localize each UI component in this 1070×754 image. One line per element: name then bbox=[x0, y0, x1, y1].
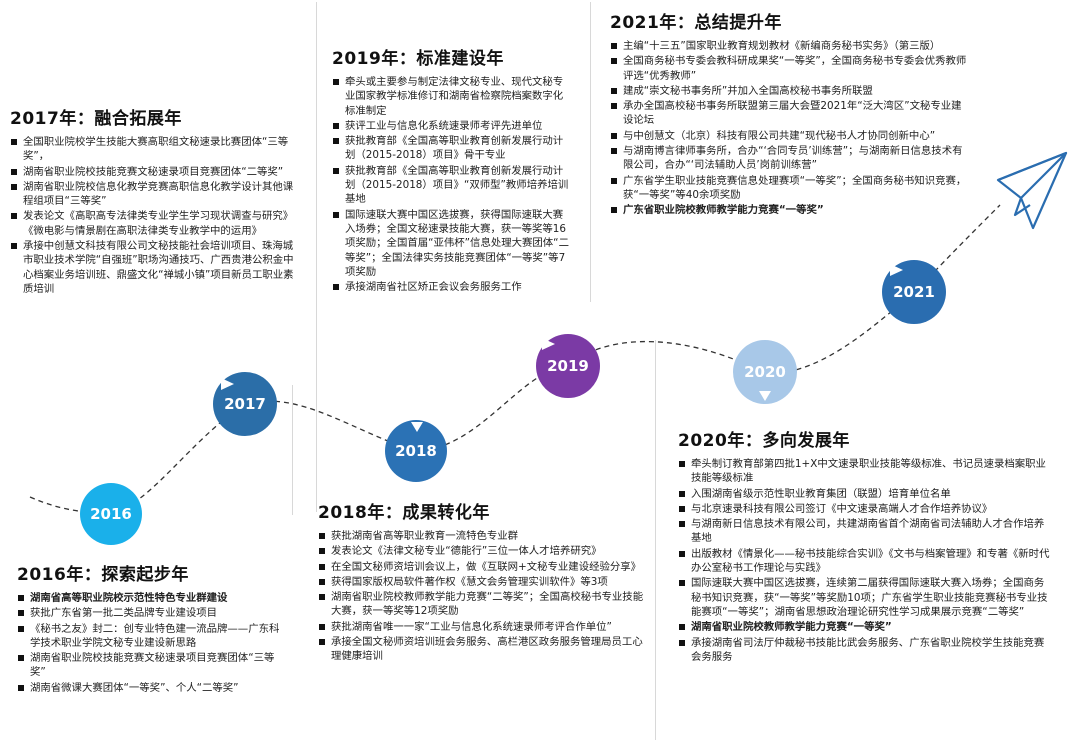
list-item: 承接中创慧文科技有限公司文秘技能社会培训项目、珠海城市职业技术学院“自强班”职场… bbox=[10, 239, 302, 296]
list-item: 《秘书之友》封二：创专业特色建一流品牌——广东科学技术职业学院文秘专业建设新思路 bbox=[17, 622, 287, 651]
section-2021: 2021年：总结提升年 主编“十三五”国家职业教育规划教材《新编商务秘书实务》（… bbox=[610, 8, 970, 219]
list-item: 广东省学生职业技能竞赛信息处理赛项“一等奖”；全国商务秘书知识竞赛，获“一等奖”… bbox=[610, 174, 970, 203]
list-item: 湖南省职业院校教师教学能力竞赛“二等奖”；全国高校秘书专业技能大赛，获一等奖等1… bbox=[318, 590, 648, 619]
year-circle-2020: 2020 bbox=[733, 340, 797, 404]
list-item: 广东省职业院校教师教学能力竞赛“一等奖” bbox=[610, 203, 970, 217]
section-2019: 2019年：标准建设年 牵头或主要参与制定法律文秘专业、现代文秘专业国家教学标准… bbox=[332, 44, 572, 295]
year-label-2021: 2021 bbox=[893, 283, 935, 301]
list-item: 在全国文秘师资培训会议上，做《互联网+文秘专业建设经验分享》 bbox=[318, 560, 648, 574]
section-2017: 2017年：融合拓展年 全国职业院校学生技能大赛高职组文秘速录比赛团体“三等奖”… bbox=[10, 104, 302, 297]
list-item: 与中创慧文（北京）科技有限公司共建“现代秘书人才协同创新中心” bbox=[610, 129, 970, 143]
list-item: 与湖南博言律师事务所，合办“‘合同专员’训练营”；与湖南新日信息技术有限公司，合… bbox=[610, 144, 970, 173]
year-label-2020: 2020 bbox=[744, 363, 786, 381]
section-2016: 2016年：探索起步年 湖南省高等职业院校示范性特色专业群建设 获批广东省第一批… bbox=[17, 560, 287, 696]
list-item: 承接湖南省社区矫正会议会务服务工作 bbox=[332, 280, 572, 294]
year-label-2016: 2016 bbox=[90, 505, 132, 523]
section-list-2019: 牵头或主要参与制定法律文秘专业、现代文秘专业国家教学标准修订和湖南省检察院档案数… bbox=[332, 75, 572, 294]
year-label-2017: 2017 bbox=[224, 395, 266, 413]
list-item: 与北京速录科技有限公司签订《中文速录高端人才合作培养协议》 bbox=[678, 502, 1050, 516]
list-item: 湖南省职业院校教师教学能力竞赛“一等奖” bbox=[678, 620, 1050, 634]
list-item: 获得国家版权局软件著作权《慧文会务管理实训软件》等3项 bbox=[318, 575, 648, 589]
divider-line-2017 bbox=[292, 385, 293, 515]
list-item: 牵头或主要参与制定法律文秘专业、现代文秘专业国家教学标准修订和湖南省检察院档案数… bbox=[332, 75, 572, 118]
list-item: 获批教育部《全国高等职业教育创新发展行动计划（2015-2018）项目》骨干专业 bbox=[332, 134, 572, 163]
list-item: 全国商务秘书专委会教科研成果奖“一等奖”，全国商务秘书专委会优秀教师评选“优秀教… bbox=[610, 54, 970, 83]
list-item: 获评工业与信息化系统速录师考评先进单位 bbox=[332, 119, 572, 133]
list-item: 获批湖南省高等职业教育一流特色专业群 bbox=[318, 529, 648, 543]
list-item: 湖南省职业院校技能竞赛文秘速录项目竞赛团体“三等奖” bbox=[17, 651, 287, 680]
list-item: 湖南省微课大赛团体“一等奖”、个人“二等奖” bbox=[17, 681, 287, 695]
list-item: 获批湖南省唯一一家“工业与信息化系统速录师考评合作单位” bbox=[318, 620, 648, 634]
list-item: 出版教材《情景化——秘书技能综合实训》《文书与档案管理》和专著《新时代办公室秘书… bbox=[678, 547, 1050, 576]
year-circle-2018: 2018 bbox=[385, 420, 447, 482]
list-item: 承接湖南省司法厅仲裁秘书技能比武会务服务、广东省职业院校学生技能竞赛会务服务 bbox=[678, 636, 1050, 665]
section-title-2016: 2016年：探索起步年 bbox=[17, 565, 189, 585]
triangle-pointer-icon bbox=[890, 264, 903, 276]
year-label-2019: 2019 bbox=[547, 357, 589, 375]
list-item: 承办全国高校秘书事务所联盟第三届大会暨2021年“泛大湾区”文秘专业建设论坛 bbox=[610, 99, 970, 128]
list-item: 湖南省职业院校信息化教学竞赛高职信息化教学设计其他课程组项目“三等奖” bbox=[10, 180, 302, 209]
section-2020: 2020年：多向发展年 牵头制订教育部第四批1+X中文速录职业技能等级标准、书记… bbox=[678, 426, 1050, 665]
list-item: 承接全国文秘师资培训班会务服务、高栏港区政务服务管理局员工心理健康培训 bbox=[318, 635, 648, 664]
section-title-2018: 2018年：成果转化年 bbox=[318, 503, 490, 523]
list-item: 入围湖南省级示范性职业教育集团（联盟）培育单位名单 bbox=[678, 487, 1050, 501]
triangle-pointer-icon bbox=[759, 391, 771, 401]
list-item: 获批广东省第一批二类品牌专业建设项目 bbox=[17, 606, 287, 620]
section-list-2021: 主编“十三五”国家职业教育规划教材《新编商务秘书实务》（第三版） 全国商务秘书专… bbox=[610, 39, 970, 218]
section-title-2017: 2017年：融合拓展年 bbox=[10, 109, 182, 129]
year-circle-2019: 2019 bbox=[536, 334, 600, 398]
divider-line-2019 bbox=[316, 2, 317, 512]
list-item: 国际速联大赛中国区选拔赛，获得国际速联大赛入场券；全国文秘速录技能大赛，获一等奖… bbox=[332, 208, 572, 279]
list-item: 主编“十三五”国家职业教育规划教材《新编商务秘书实务》（第三版） bbox=[610, 39, 970, 53]
section-list-2016: 湖南省高等职业院校示范性特色专业群建设 获批广东省第一批二类品牌专业建设项目 《… bbox=[17, 591, 287, 695]
list-item: 国际速联大赛中国区选拔赛，连续第二届获得国际速联大赛入场券；全国商务秘书知识竞赛… bbox=[678, 576, 1050, 619]
section-2018: 2018年：成果转化年 获批湖南省高等职业教育一流特色专业群 发表论文《法律文秘… bbox=[318, 498, 648, 665]
list-item: 全国职业院校学生技能大赛高职组文秘速录比赛团体“三等奖”， bbox=[10, 135, 302, 164]
list-item: 发表论文《法律文秘专业“德能行”三位一体人才培养研究》 bbox=[318, 544, 648, 558]
section-title-2020: 2020年：多向发展年 bbox=[678, 431, 850, 451]
list-item: 获批教育部《全国高等职业教育创新发展行动计划（2015-2018）项目》“双师型… bbox=[332, 164, 572, 207]
list-item: 发表论文《高职高专法律类专业学生学习现状调查与研究》《微电影与情景剧在高职法律类… bbox=[10, 209, 302, 238]
year-circle-2021: 2021 bbox=[882, 260, 946, 324]
section-list-2020: 牵头制订教育部第四批1+X中文速录职业技能等级标准、书记员速录档案职业技能等级标… bbox=[678, 457, 1050, 664]
divider-line-2020 bbox=[655, 340, 656, 740]
section-title-2021: 2021年：总结提升年 bbox=[610, 13, 782, 33]
list-item: 湖南省高等职业院校示范性特色专业群建设 bbox=[17, 591, 287, 605]
list-item: 建成“崇文秘书事务所”并加入全国高校秘书事务所联盟 bbox=[610, 84, 970, 98]
year-circle-2016: 2016 bbox=[80, 483, 142, 545]
triangle-pointer-icon bbox=[221, 378, 234, 390]
section-list-2018: 获批湖南省高等职业教育一流特色专业群 发表论文《法律文秘专业“德能行”三位一体人… bbox=[318, 529, 648, 664]
triangle-pointer-icon bbox=[411, 422, 423, 432]
section-list-2017: 全国职业院校学生技能大赛高职组文秘速录比赛团体“三等奖”， 湖南省职业院校技能竞… bbox=[10, 135, 302, 296]
list-item: 与湖南新日信息技术有限公司，共建湖南省首个湖南省司法辅助人才合作培养基地 bbox=[678, 517, 1050, 546]
divider-line-2021 bbox=[590, 2, 591, 302]
triangle-pointer-icon bbox=[542, 338, 555, 350]
year-circle-2017: 2017 bbox=[213, 372, 277, 436]
section-title-2019: 2019年：标准建设年 bbox=[332, 49, 504, 69]
list-item: 湖南省职业院校技能竞赛文秘速录项目竞赛团体“二等奖” bbox=[10, 165, 302, 179]
list-item: 牵头制订教育部第四批1+X中文速录职业技能等级标准、书记员速录档案职业技能等级标… bbox=[678, 457, 1050, 486]
paper-plane-icon bbox=[996, 151, 1068, 230]
year-label-2018: 2018 bbox=[395, 442, 437, 460]
